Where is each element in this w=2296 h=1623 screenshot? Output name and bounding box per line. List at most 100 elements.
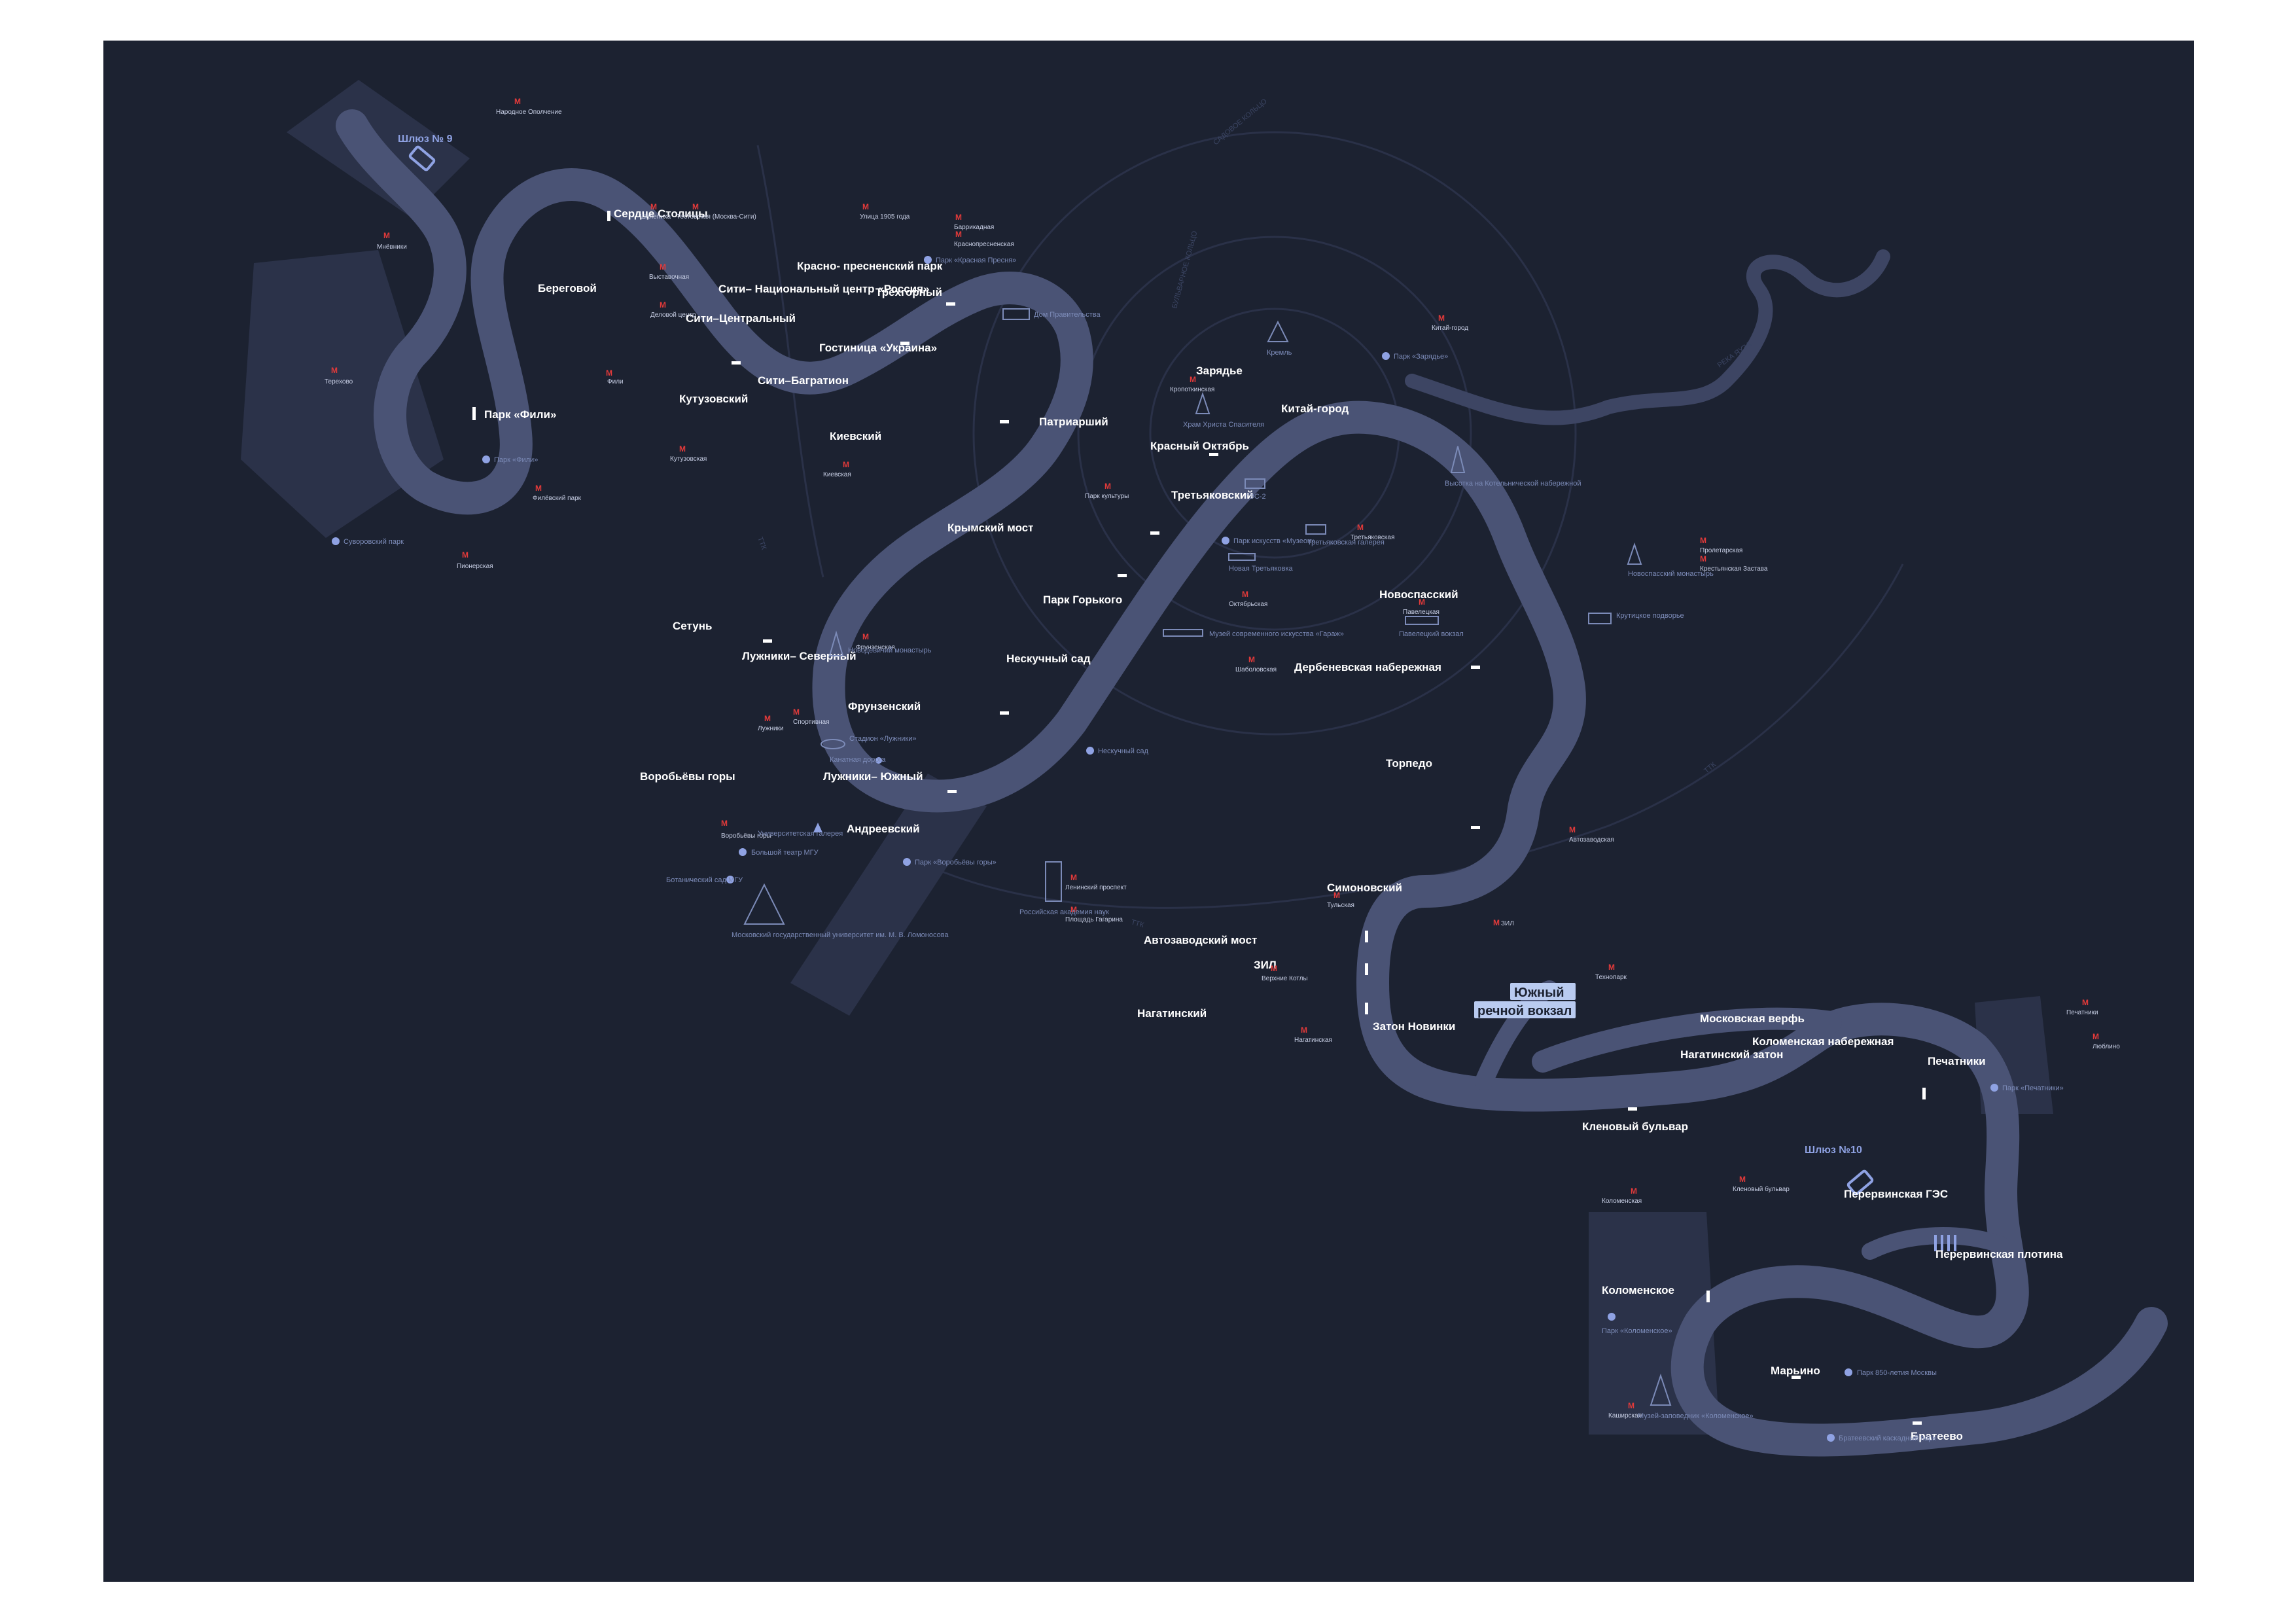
stop-krasnopresnensky-park[interactable]: Красно- пресненский парк bbox=[797, 260, 943, 272]
stop-tretyakovsky[interactable]: Третьяковский bbox=[1171, 489, 1254, 501]
poi[interactable]: Парк «Зарядье» bbox=[1382, 352, 1448, 361]
stop-marker[interactable] bbox=[1000, 711, 1009, 715]
poi[interactable]: Кремль bbox=[1267, 320, 1292, 357]
poi[interactable]: Крутицкое подворье bbox=[1588, 612, 1684, 624]
stop-pechatniki[interactable]: Печатники bbox=[1928, 1055, 1986, 1067]
stop-siti-national-center[interactable]: Сити– Национальный центр «Россия» bbox=[718, 283, 930, 295]
stop-luzhniki-severny[interactable]: Лужники– Северный bbox=[742, 650, 857, 662]
poi[interactable]: Музей-заповедник «Коломенское» bbox=[1638, 1373, 1754, 1420]
poi[interactable]: Нескучный сад bbox=[1086, 747, 1149, 755]
stop-marker[interactable] bbox=[763, 639, 772, 643]
stop-simonovsky[interactable]: Симоновский bbox=[1327, 882, 1402, 894]
stop-marker[interactable] bbox=[946, 302, 955, 306]
stop-novospassky[interactable]: Новоспасский bbox=[1379, 588, 1458, 601]
stop-luzhniki-yuzhny[interactable]: Лужники– Южный bbox=[823, 770, 923, 783]
poi[interactable]: Парк «Фили» bbox=[482, 455, 538, 464]
stop-torpedo[interactable]: Торпедо bbox=[1386, 757, 1432, 770]
stop-maryino[interactable]: Марьино bbox=[1771, 1364, 1820, 1377]
stop-marker[interactable] bbox=[947, 790, 957, 793]
stop-zaryadye[interactable]: Зарядье bbox=[1196, 365, 1243, 377]
stop-kitay-gorod[interactable]: Китай-город bbox=[1281, 402, 1349, 415]
stop-serdtse-stolitsy[interactable]: Сердце Столицы bbox=[614, 207, 708, 220]
stop-pererva-dam[interactable]: Перервинская плотина bbox=[1935, 1248, 2063, 1260]
stop-kievsky[interactable]: Киевский bbox=[830, 430, 881, 442]
stop-derbenevskaya[interactable]: Дербеневская набережная bbox=[1294, 661, 1441, 673]
stop-marker[interactable] bbox=[900, 342, 910, 345]
poi[interactable]: Канатная дорога bbox=[830, 756, 886, 764]
stop-marker[interactable] bbox=[1365, 963, 1368, 975]
stop-marker[interactable] bbox=[1922, 1088, 1926, 1099]
poi[interactable]: Музей современного искусства «Гараж» bbox=[1163, 629, 1344, 638]
stop-siti-tsentralny[interactable]: Сити–Центральный bbox=[686, 312, 796, 325]
stop-neskuchny-sad[interactable]: Нескучный сад bbox=[1006, 652, 1091, 665]
poi[interactable]: Высотка на Котельнической набережной bbox=[1445, 446, 1581, 488]
poi[interactable]: Братеевский каскадный парк bbox=[1827, 1434, 1935, 1442]
poi[interactable]: Суворовский парк bbox=[332, 537, 404, 546]
stop-park-gorkogo[interactable]: Парк Горького bbox=[1043, 594, 1122, 606]
stop-krymsky-most[interactable]: Крымский мост bbox=[947, 522, 1034, 534]
stop-siti-bagration[interactable]: Сити–Багратион bbox=[758, 374, 849, 387]
stop-marker[interactable] bbox=[607, 211, 610, 221]
poi[interactable]: Храм Христа Спасителя bbox=[1183, 391, 1264, 429]
poi[interactable]: Университетская галерея bbox=[758, 823, 843, 838]
stop-kolomenskoe[interactable]: Коломенское bbox=[1602, 1284, 1674, 1296]
stop-marker[interactable] bbox=[1150, 531, 1159, 535]
stop-vorobyovy-gory[interactable]: Воробьёвы горы bbox=[640, 770, 735, 783]
stop-klenovy-bulvar[interactable]: Кленовый бульвар bbox=[1582, 1120, 1688, 1133]
stop-moskovskaya-verf[interactable]: Московская верфь bbox=[1700, 1012, 1805, 1025]
stop-krasny-oktyabr[interactable]: Красный Октябрь bbox=[1150, 440, 1249, 452]
poi[interactable]: Парк «Красная Пресня» bbox=[924, 256, 1016, 264]
stop-kutuzovsky[interactable]: Кутузовский bbox=[679, 393, 748, 405]
stop-beregovoy[interactable]: Береговой bbox=[538, 282, 597, 294]
stop-marker[interactable] bbox=[1628, 1107, 1637, 1111]
stop-andreevsky[interactable]: Андреевский bbox=[847, 823, 920, 835]
poi[interactable]: Парк 850-летия Москвы bbox=[1845, 1368, 1937, 1377]
poi[interactable]: Стадион «Лужники» bbox=[821, 735, 917, 749]
yuzhny-river-station-hub[interactable]: Южный речной вокзал bbox=[1474, 983, 1576, 1018]
stop-marker[interactable] bbox=[1000, 420, 1009, 423]
stop-marker[interactable] bbox=[732, 361, 741, 365]
stop-marker[interactable] bbox=[1792, 1376, 1801, 1379]
stop-marker[interactable] bbox=[1706, 1291, 1710, 1302]
poi[interactable]: Парк искусств «Музеон» bbox=[1222, 537, 1315, 545]
stop-nagatinsky-zaton[interactable]: Нагатинский затон bbox=[1680, 1048, 1783, 1061]
poi[interactable]: Московский государственный университет и… bbox=[732, 883, 949, 939]
stop-setun[interactable]: Сетунь bbox=[673, 620, 712, 632]
poi[interactable]: Парк «Коломенское» bbox=[1602, 1313, 1672, 1335]
poi[interactable]: Ботанический сад МГУ bbox=[666, 876, 743, 884]
stop-avtozavodsky-most[interactable]: Автозаводский мост bbox=[1144, 934, 1257, 946]
stop-park-fili[interactable]: Парк «Фили» bbox=[484, 408, 556, 421]
stop-ukraina[interactable]: Гостиница «Украина» bbox=[819, 342, 937, 354]
stop-frunzensky[interactable]: Фрунзенский bbox=[848, 700, 921, 713]
stop-kolomenskaya-nab[interactable]: Коломенская набережная bbox=[1752, 1035, 1894, 1048]
